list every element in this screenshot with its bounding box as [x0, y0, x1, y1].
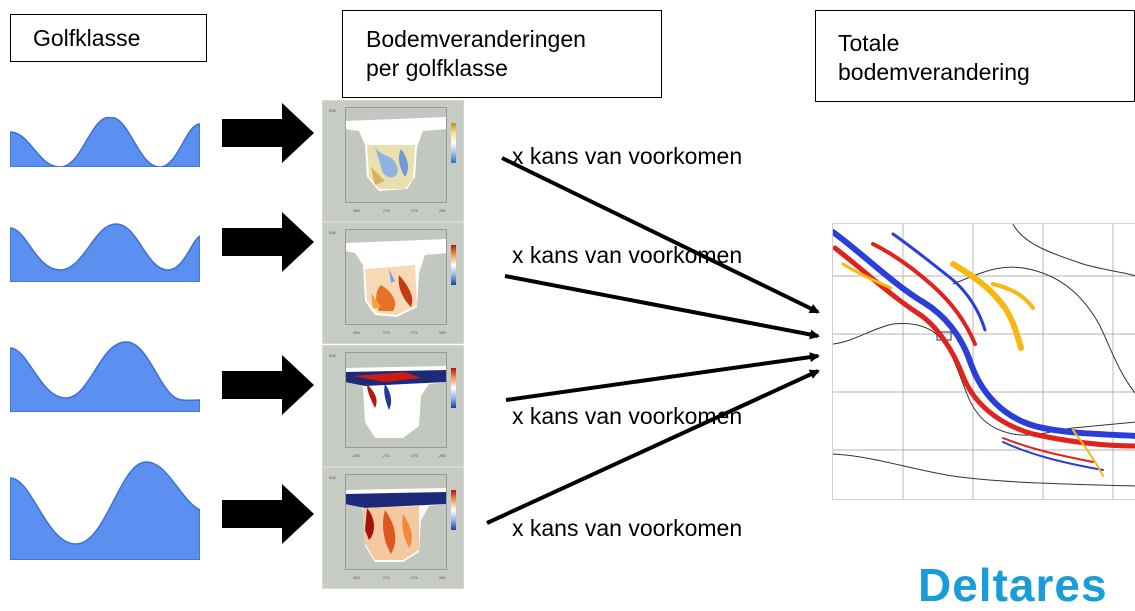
- header-bed-change-line-1: Bodemveranderingen: [366, 26, 586, 52]
- wave-icon-class-4: [10, 461, 200, 560]
- probability-label-3: x kans van voorkomen: [512, 403, 743, 429]
- right-arrow-icon-3: [222, 355, 314, 415]
- right-arrow-icon-1: [222, 103, 314, 163]
- connector-line-2: [504, 274, 820, 340]
- probability-label-4: x kans van voorkomen: [512, 515, 743, 541]
- wave-icon-class-3: [10, 341, 200, 412]
- bed-change-thumbnail-1: 536 265 270 275 280: [322, 100, 464, 222]
- right-arrow-icon-4: [222, 484, 314, 544]
- header-total-line-1: Totale: [838, 30, 900, 56]
- deltares-logo: Deltares: [918, 559, 1108, 611]
- bed-change-thumbnail-3: 536 265 270 275 280: [322, 345, 464, 467]
- connector-line-1: [501, 156, 820, 314]
- total-bed-change-map: [832, 223, 1135, 500]
- wave-icon-class-2: [10, 223, 200, 282]
- header-total-bed-change: Totale bodemverandering: [815, 10, 1135, 102]
- connector-line-3: [505, 352, 820, 402]
- bed-change-thumbnail-4: 536 265 270 275 280: [322, 467, 464, 589]
- header-bed-change-line-2: per golfklasse: [366, 55, 508, 81]
- header-wave-class: Golfklasse: [10, 14, 207, 62]
- header-total-line-2: bodemverandering: [838, 59, 1030, 85]
- bed-change-thumbnail-2: 536 265 270 275 280: [322, 222, 464, 344]
- connector-line-4: [486, 369, 820, 525]
- wave-icon-class-1: [10, 117, 200, 167]
- header-bed-change-per-class: Bodemveranderingen per golfklasse: [342, 10, 662, 98]
- probability-label-2: x kans van voorkomen: [512, 242, 743, 268]
- right-arrow-icon-2: [222, 212, 314, 272]
- probability-label-1: x kans van voorkomen: [512, 143, 743, 169]
- header-wave-class-text: Golfklasse: [33, 25, 141, 51]
